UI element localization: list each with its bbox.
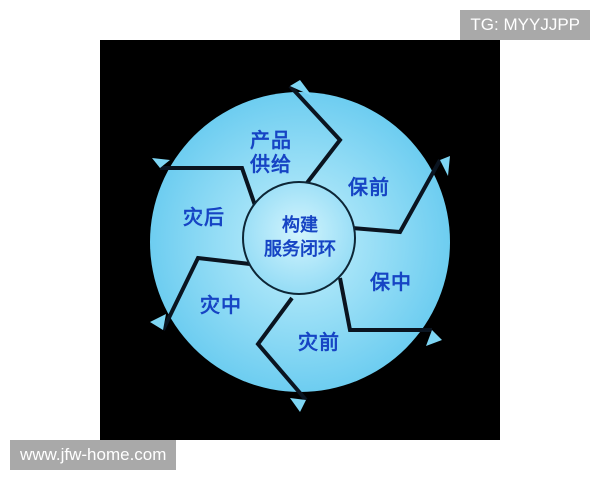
center-label: 构建 服务闭环 (264, 215, 336, 260)
watermark-top-right: TG: MYYJJPP (460, 10, 590, 40)
segment-label-product-supply: 产品 供给 (250, 128, 292, 176)
center-circle (242, 181, 356, 295)
segment-label-post-disaster: 灾后 (183, 205, 225, 229)
watermark-bottom-left: www.jfw-home.com (10, 440, 177, 470)
segment-label-pre-disaster: 灾前 (298, 330, 340, 354)
segment-label-pre-insurance: 保前 (348, 175, 390, 199)
segment-label-during-disaster: 灾中 (200, 293, 242, 317)
segment-label-during-insurance: 保中 (370, 270, 412, 294)
